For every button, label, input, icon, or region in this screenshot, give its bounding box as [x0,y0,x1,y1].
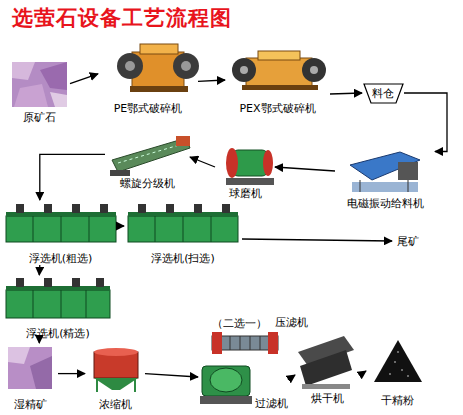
flow-arrow [145,374,198,377]
feeder-picture [350,152,420,192]
equipment-node: 湿精矿 [3,343,58,411]
equipment-node: 浓缩机 [85,343,145,411]
equipment-label: 浮选机(精选) [26,327,90,340]
equipment-label: 原矿石 [23,111,56,124]
equipment-node: 螺旋分级机 [105,135,190,190]
ball-mill-picture [226,148,274,185]
equipment-node: 过滤机 [198,355,288,410]
equipment-label: 浮选机(扫选) [151,252,215,265]
equipment-label: 料仓 [372,87,394,100]
equipment-label: 过滤机 [255,397,288,410]
equipment-node: 浮选机(粗选) [3,200,118,265]
flow-arrow [39,340,40,343]
flow-arrow [404,93,447,152]
flow-arrow [118,225,124,226]
equipment-label: 湿精矿 [14,398,47,411]
equipment-node: PEX鄂式破碎机 [225,45,330,115]
equipment-node: 电磁振动给料机 [335,145,435,210]
equipment-label: 电磁振动给料机 [347,197,424,210]
flow-arrow [190,157,215,167]
powder-pile-picture [374,340,422,382]
equipment-label: PE鄂式破碎机 [114,102,183,115]
flow-arrow [58,373,85,374]
jaw-crusher-picture [117,44,199,92]
equipment-node: 浮选机(精选) [3,275,113,340]
flow-arrow [198,80,225,81]
equipment-label: 浮选机(粗选) [29,252,93,265]
equipment-node: 球磨机 [215,140,275,200]
equipment-label: 浓缩机 [99,398,132,411]
flow-arrow [330,93,362,94]
hopper-outline [364,84,403,103]
concentrate-picture [8,347,52,389]
equipment-label: PEX鄂式破碎机 [239,102,315,115]
equipment-node: 干精粉 [366,335,428,407]
classifier-picture [110,136,190,176]
equipment-node: 烘干机 [295,330,360,405]
equipment-label: 螺旋分级机 [120,177,175,190]
flotation-cell-picture [6,204,116,242]
equipment-node: 原矿石 [8,62,70,124]
flow-arrow [39,265,41,275]
filter-press-picture [212,332,278,354]
flow-arrow [360,371,366,375]
flow-arrow [70,74,98,84]
equipment-node: 浮选机(扫选) [124,200,242,265]
equipment-label: 干精粉 [381,394,414,407]
equipment-label: 球磨机 [229,187,262,200]
flow-arrow [40,154,105,200]
equipment-node: 尾矿 [392,232,424,250]
flow-arrow [288,375,295,380]
equipment-node: PE鄂式破碎机 [98,40,198,115]
equipment-label: 尾矿 [397,235,419,248]
flotation-cell-picture [128,204,238,242]
equipment-label: 压滤机 [275,316,308,329]
equipment-node: 料仓 [362,82,404,104]
note-label: （二选一） [212,316,267,331]
dryer-picture [298,336,354,389]
ore-picture [12,62,67,107]
equipment-label: 烘干机 [311,392,344,405]
jaw-crusher-picture [232,51,326,90]
thickener-picture [94,348,138,392]
diagram-title: 选萤石设备工艺流程图 [12,4,232,32]
flow-arrow [242,239,392,241]
flotation-cell-picture [6,278,110,318]
flow-arrow [275,167,335,171]
vacuum-filter-picture [200,366,252,404]
